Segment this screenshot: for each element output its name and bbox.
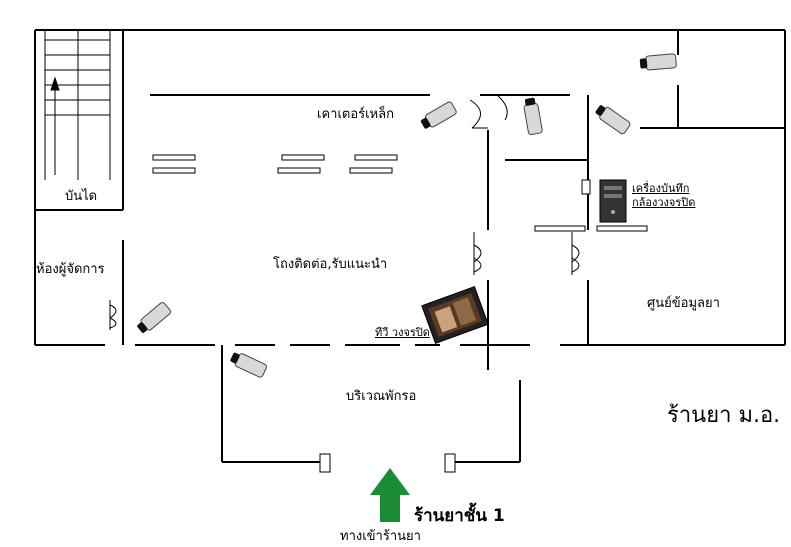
camera-2	[523, 97, 543, 135]
label-waiting-area: บริเวณพักรอ	[346, 389, 417, 404]
label-stairs: บันได	[65, 189, 98, 204]
label-steel-counter: เคาเตอร์เหล็ก	[317, 107, 394, 122]
dvr-computer-icon	[599, 179, 627, 223]
label-store-name: ร้านยา ม.อ.	[667, 403, 781, 428]
label-floor: ร้านยาชั้น 1	[414, 506, 505, 526]
walls	[34, 29, 786, 463]
doors	[109, 94, 580, 473]
label-recorder-line2: กล้องวงจรปิด	[632, 196, 696, 209]
tv-monitor-icon	[421, 285, 489, 345]
label-cctv-tv: ทีวี วงจรปิด	[375, 326, 430, 339]
camera-1	[420, 101, 457, 129]
label-entrance: ทางเข้าร้านยา	[340, 529, 421, 544]
label-drug-info-center: ศูนย์ข้อมูลยา	[647, 296, 720, 311]
camera-5	[137, 302, 172, 333]
label-manager-room: ห้องผู้จัดการ	[36, 262, 105, 277]
camera-6	[230, 352, 267, 378]
label-reception: โถงติดต่อ,รับแนะนำ	[273, 257, 388, 272]
entrance-arrow-icon	[370, 468, 410, 522]
shelves	[152, 154, 648, 232]
stairs	[44, 30, 111, 180]
camera-3	[595, 105, 631, 135]
label-recorder: เครื่องบันทึก	[632, 182, 690, 195]
camera-4	[639, 53, 677, 71]
